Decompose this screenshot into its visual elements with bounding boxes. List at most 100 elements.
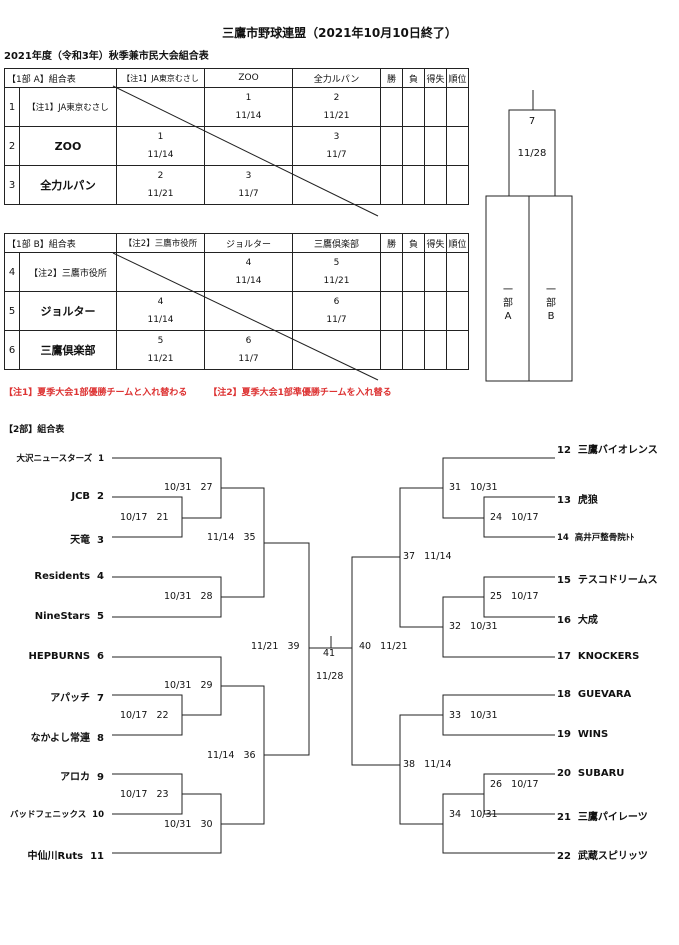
team-no: 13 [557,495,571,506]
team-12: 12 三鷹バイオレンス [557,444,672,457]
game-date: 10/31 [164,680,192,691]
game-date: 10/17 [511,779,539,790]
game-date: 10/17 [511,591,539,602]
page-title: 三鷹市野球連盟（2021年10月10日終了） [222,26,457,40]
team-9: アロカ 9 [60,768,104,783]
team-15: 15 テスコドリームス [557,571,658,586]
game-33: 33 10/31 [449,710,498,721]
stat-cell [446,165,469,205]
team-2: JCB 2 [71,491,104,502]
game-no: 21 [156,512,169,523]
game-31: 31 10/31 [449,482,498,493]
final1-right-label: 一部B [546,285,556,322]
game-date: 10/17 [120,512,148,523]
game-no: 30 [200,819,213,830]
team-no: 6 [97,651,104,662]
team-4: Residents 4 [34,571,104,582]
game-21: 10/17 21 [120,512,169,523]
game-date: 11/14 [207,532,235,543]
team-name: SUBARU [577,768,625,779]
game-no: 40 [359,641,372,652]
team-10: バッドフェニックス 10 [10,808,104,820]
game-no: 24 [490,512,503,523]
game-no: 6 [245,336,252,346]
team-no: 22 [557,851,571,862]
table-b-cell-empty [204,291,293,331]
team-no: 14 [557,533,569,543]
team-no: 1 [98,454,104,464]
team-name: アロカ [60,772,91,783]
game-no: 27 [200,482,213,493]
team-14: 14 高井戸整骨院ﾄﾄ [557,531,634,543]
team-1: 大沢ニュースターズ 1 [17,452,105,464]
team-no: 2 [97,491,104,502]
note-1: 【注1】夏季大会1部優勝チームと入れ替わる [4,388,188,398]
team-name: 三鷹バイオレンス [577,445,658,456]
game-date: 10/31 [470,482,498,493]
game-no: 28 [200,591,213,602]
team-no: 9 [97,772,104,783]
team-no: 4 [97,571,104,582]
game-37: 37 11/14 [403,551,452,562]
game-no: 33 [449,710,462,721]
team-name: バッドフェニックス [9,810,87,820]
game-date: 11/14 [424,551,452,562]
final1-date: 11/28 [517,148,547,159]
notes: 【注1】夏季大会1部優勝チームと入れ替わる 【注2】夏季大会1部準優勝チームを入… [4,385,410,398]
team-no: 11 [90,851,104,862]
game-date: 11/14 [147,315,174,325]
team-16: 16 大成 [557,611,598,626]
game-41-no: 41 [323,648,336,659]
game-date: 10/31 [164,482,192,493]
game-23: 10/17 23 [120,789,169,800]
game-date: 10/31 [164,591,192,602]
team-name: KNOCKERS [577,651,640,662]
game-25: 25 10/17 [490,591,539,602]
team-name: 大成 [577,615,598,626]
team-no: 18 [557,689,571,700]
game-41-date: 11/28 [316,671,344,682]
table-1bu-b: 【1部 B】組合表 【注2】三鷹市役所 ジョルター 三鷹倶楽部 勝 負 得失 順… [4,233,469,370]
team-no: 10 [92,810,104,820]
game-no: 22 [156,710,169,721]
team-name: 武蔵スピリッツ [577,851,648,862]
game-22: 10/17 22 [120,710,169,721]
page-subtitle: 2021年度（令和3年）秋季兼市民大会組合表 [4,51,209,62]
game-39: 11/21 39 [251,641,300,652]
game-no: 26 [490,779,503,790]
team-name: JCB [71,491,91,502]
game-no: 38 [403,759,416,770]
game-no: 25 [490,591,503,602]
game-28: 10/31 28 [164,591,213,602]
game-no: 5 [333,258,340,268]
game-date: 11/14 [424,759,452,770]
game-date: 10/31 [470,809,498,820]
table-b-cell-empty [116,252,205,292]
table-a-row-team: ZOO [19,126,117,166]
game-date: 10/31 [470,621,498,632]
team-no: 5 [97,611,104,622]
game-24: 24 10/17 [490,512,539,523]
game-36: 11/14 36 [207,750,256,761]
game-no: 31 [449,482,462,493]
team-18: 18 GUEVARA [557,689,631,700]
game-date: 10/31 [164,819,192,830]
game-no: 23 [156,789,169,800]
team-no: 8 [97,733,104,744]
team-19: 19 WINS [557,729,608,740]
game-no: 5 [157,336,164,346]
game-no: 32 [449,621,462,632]
section2-title: 【2部】組合表 [4,425,65,435]
team-17: 17 KNOCKERS [557,651,639,662]
team-name: GUEVARA [577,689,632,700]
team-no: 19 [557,729,571,740]
team-7: アパッチ 7 [50,689,104,704]
game-date: 11/7 [326,315,347,325]
team-no: 17 [557,651,571,662]
team-name: Residents [34,571,91,582]
final1-left-label: 一部A [503,285,513,322]
game-38: 38 11/14 [403,759,452,770]
